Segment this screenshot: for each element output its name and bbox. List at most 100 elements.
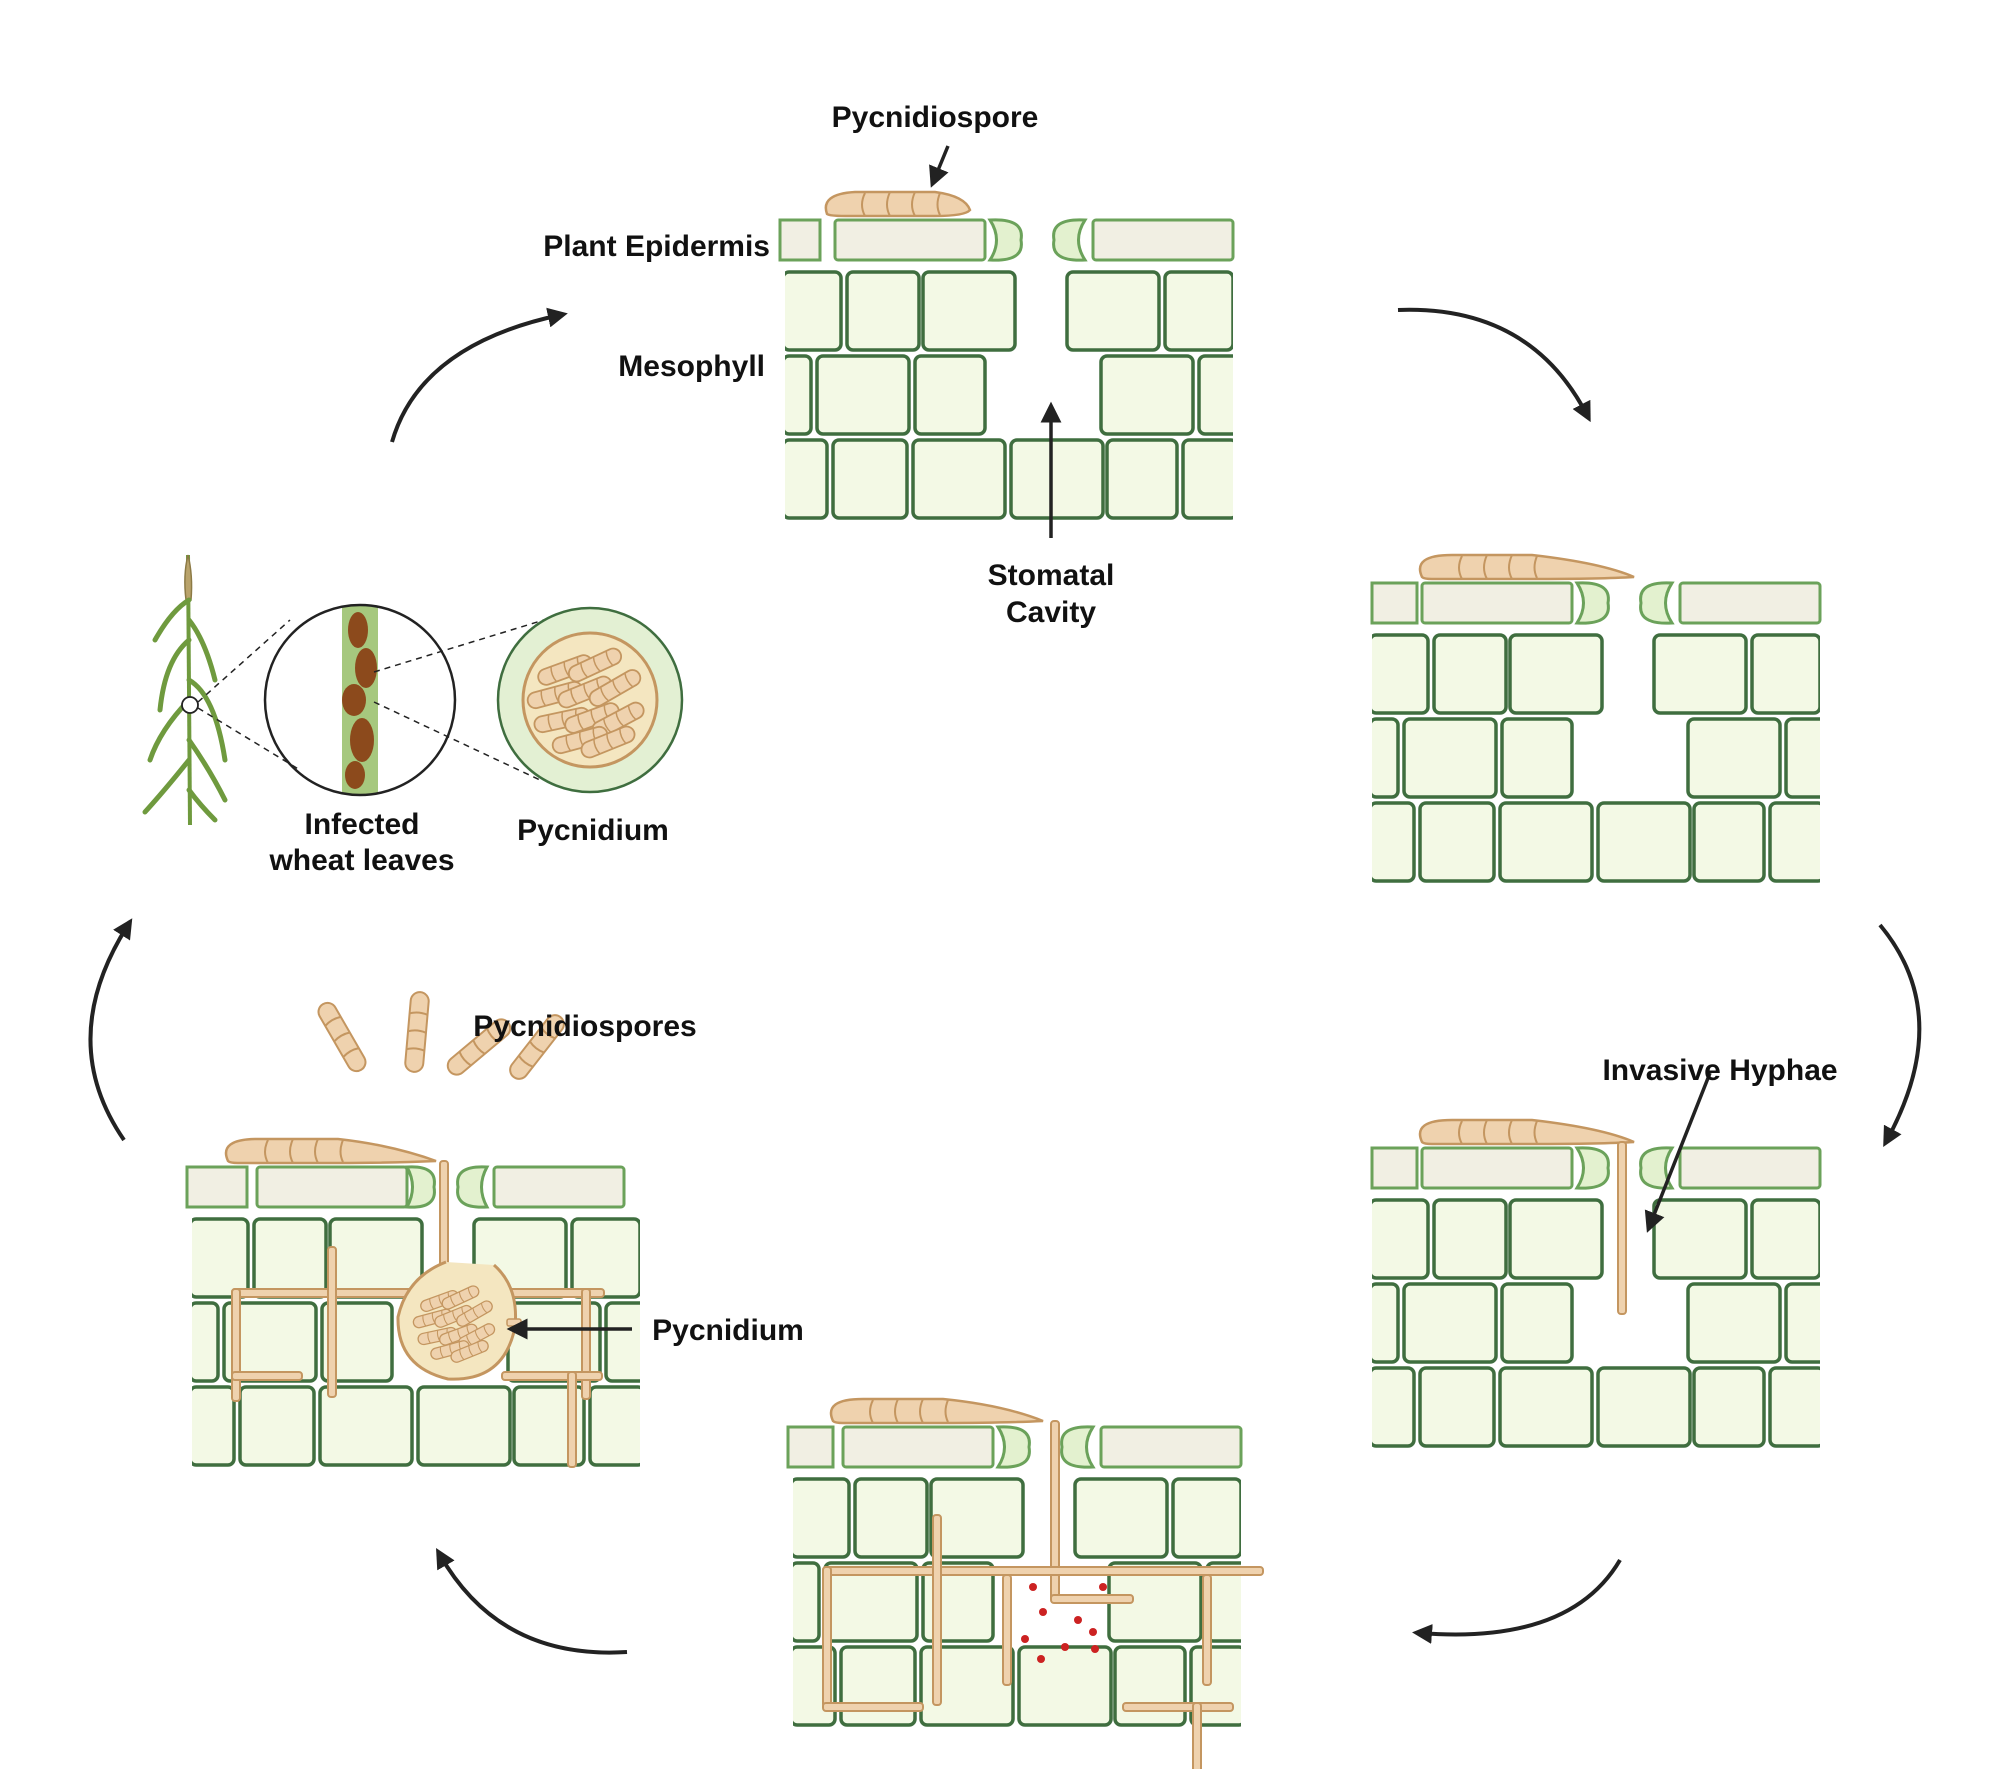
mesophyll-cell [1768, 1366, 1820, 1448]
hyphal-network [822, 1397, 1264, 1769]
mesophyll-cell [1498, 1366, 1594, 1448]
pycnidium-zoom [496, 606, 684, 794]
mesophyll-cell [1105, 438, 1179, 520]
mesophyll-cell [1099, 354, 1195, 436]
mesophyll-cell [1686, 717, 1782, 799]
zoom-marker [181, 696, 199, 714]
mesophyll-cell [588, 1385, 640, 1467]
mesophyll-cell [831, 438, 909, 520]
mesophyll-cell [793, 1477, 851, 1559]
mesophyll-cell [328, 1217, 424, 1299]
label-stomatal-cavity-line1: Stomatal [988, 559, 1115, 592]
label-pycnidium-top: Pycnidium [517, 814, 669, 847]
panel-germination [1370, 553, 1822, 883]
spore-in-pycnidium [456, 1300, 493, 1327]
mesophyll-cell [1372, 1282, 1400, 1364]
mesophyll-cell [815, 354, 911, 436]
label-pycnidiospore: Pycnidiospore [832, 101, 1039, 134]
spore-in-pycnidium [588, 669, 642, 707]
mesophyll-cell [1009, 438, 1105, 520]
panel-spore-landing [778, 190, 1235, 520]
mesophyll-cell [853, 1477, 929, 1559]
mesophyll-tissue [785, 270, 1233, 520]
effector-dots [1021, 1583, 1107, 1663]
panel-colonization [786, 1397, 1264, 1769]
cycle-arrow-icon [1878, 923, 1922, 1148]
pycnidium-in-tissue [396, 1260, 522, 1381]
guard-cell [1639, 1146, 1675, 1190]
plant-epidermis [786, 1425, 1243, 1469]
spore-in-pycnidium [580, 725, 636, 759]
mesophyll-cell [1065, 270, 1161, 352]
germinating-spore [1418, 553, 1635, 581]
pointer-arrow-icon [929, 145, 950, 188]
mesophyll-cell [785, 354, 813, 436]
mesophyll-cell [1197, 354, 1233, 436]
mesophyll-cell [1784, 717, 1820, 799]
wheat-plant-illustration [142, 554, 301, 826]
mesophyll-cell [1432, 1198, 1508, 1280]
cycle-arrow-icon [436, 1548, 628, 1655]
cycle-arrow-icon [1412, 1558, 1622, 1644]
guard-cell [1052, 218, 1088, 262]
label-pycnidiospores: Pycnidiospores [473, 1010, 696, 1043]
label-plant-epidermis: Plant Epidermis [543, 230, 770, 263]
mesophyll-cell [1652, 633, 1748, 715]
mesophyll-cell [1596, 1366, 1692, 1448]
mesophyll-cell [192, 1217, 250, 1299]
mesophyll-cell [1768, 801, 1820, 883]
mesophyll-cell [921, 270, 1017, 352]
invasive-hypha [1617, 1141, 1627, 1315]
label-pointers [506, 145, 1712, 1340]
mesophyll-cell [570, 1217, 640, 1299]
mesophyll-cell [416, 1385, 512, 1467]
mesophyll-cell [1508, 633, 1604, 715]
mesophyll-cell [1686, 1282, 1782, 1364]
mesophyll-cell [1652, 1198, 1748, 1280]
mesophyll-cell [929, 1477, 1025, 1559]
label-stomatal-cavity-line2: Cavity [1006, 596, 1096, 629]
guard-cell [404, 1165, 436, 1209]
mesophyll-tissue [1372, 1198, 1820, 1448]
spore-in-pycnidium [430, 1340, 470, 1360]
mesophyll-cell [793, 1561, 821, 1643]
mesophyll-cell [252, 1217, 328, 1299]
mesophyll-cell [785, 270, 843, 352]
mesophyll-cell [1750, 633, 1820, 715]
mesophyll-cell [192, 1301, 220, 1383]
guard-cell [987, 218, 1023, 262]
mesophyll-cell [320, 1301, 394, 1383]
spore-in-pycnidium [412, 1308, 453, 1329]
guard-cell [1639, 581, 1675, 625]
pycnidiospore-shape [824, 190, 972, 218]
label-infected-line2: wheat leaves [268, 844, 454, 877]
spore-in-pycnidium [450, 1339, 489, 1363]
mesophyll-cell [1113, 1645, 1187, 1727]
mesophyll-cell [785, 438, 829, 520]
plant-epidermis [1370, 581, 1822, 625]
mesophyll-cell [1372, 1366, 1416, 1448]
plant-epidermis [778, 218, 1235, 262]
mesophyll-cell [1402, 717, 1498, 799]
mesophyll-cell [1500, 1282, 1574, 1364]
mesophyll-cell [1402, 1282, 1498, 1364]
plant-epidermis [185, 1165, 626, 1209]
guard-cell [995, 1425, 1031, 1469]
mesophyll-cell [1372, 633, 1430, 715]
mesophyll-cell [1750, 1198, 1820, 1280]
mesophyll-cell [1372, 717, 1400, 799]
mesophyll-cell [512, 1385, 586, 1467]
guard-cell [456, 1165, 490, 1209]
mesophyll-cell [1181, 438, 1233, 520]
mesophyll-cell [1432, 633, 1508, 715]
wheat-ear-icon [184, 554, 193, 601]
mesophyll-cell [911, 438, 1007, 520]
mesophyll-cell [839, 1645, 917, 1727]
pointer-arrow-icon [1644, 1072, 1712, 1233]
label-infected-line1: Infected [304, 808, 419, 841]
label-pycnidium-bottom: Pycnidium [652, 1314, 804, 1347]
mesophyll-cell [1372, 1198, 1430, 1280]
spore-in-pycnidium [537, 654, 593, 686]
panel-hyphal-invasion [1370, 1118, 1822, 1448]
